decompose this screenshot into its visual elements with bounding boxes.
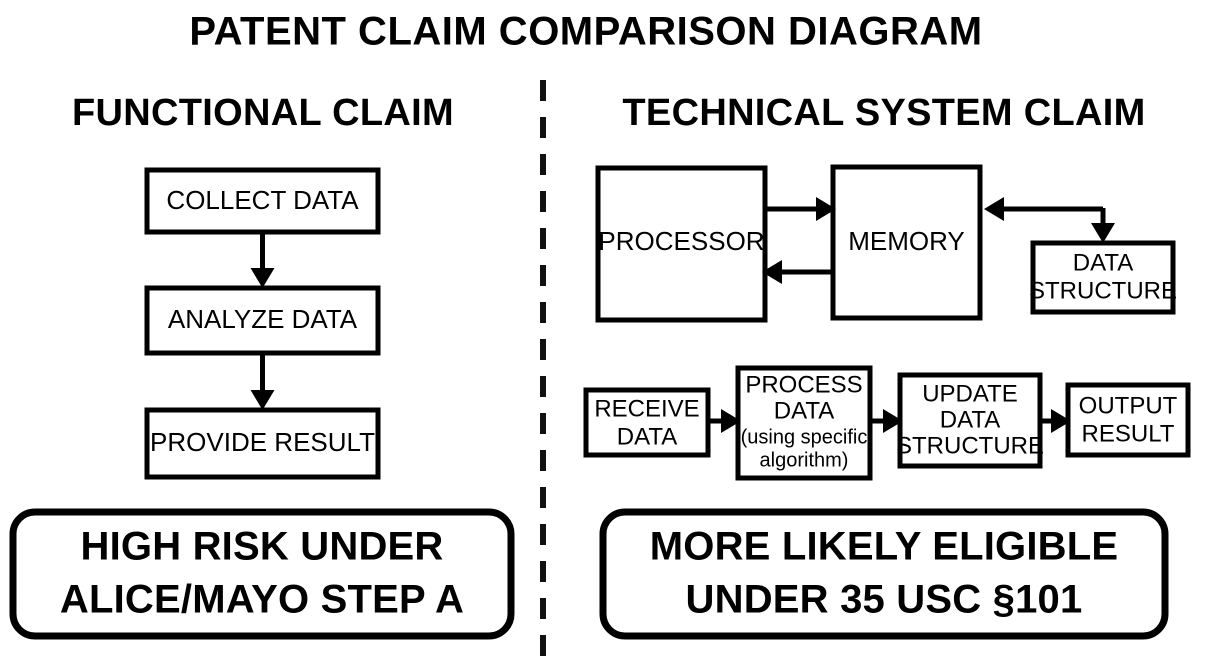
- arch-box-data-structure-line2: STRUCTURE: [1029, 277, 1177, 304]
- flow-box-process-data[interactable]: PROCESS DATA (using specific algorithm): [735, 365, 873, 481]
- flow-box-process-data-line2: DATA: [774, 397, 834, 424]
- arrow-processor-to-memory: [765, 197, 836, 221]
- flow-box-update-data-structure[interactable]: UPDATE DATA STRUCTURE: [896, 372, 1044, 469]
- flow-box-output-result-line2: RESULT: [1082, 420, 1175, 447]
- arrow-memory-to-processor: [762, 260, 833, 284]
- conclusion-right[interactable]: MORE LIKELY ELIGIBLE UNDER 35 USC §101: [599, 508, 1169, 640]
- conclusion-left[interactable]: HIGH RISK UNDER ALICE/MAYO STEP A: [9, 508, 515, 640]
- flow-box-process-data-sub2: algorithm): [760, 449, 849, 471]
- arch-box-processor-label: PROCESSOR: [598, 226, 764, 256]
- flow-box-process-data-line1: PROCESS: [745, 371, 862, 398]
- right-architecture-group: PROCESSOR MEMORY DATA: [595, 164, 1177, 323]
- right-flow-group: RECEIVE DATA PROCESS DATA (using specifi…: [583, 365, 1191, 481]
- flow-box-update-line1: UPDATE: [922, 380, 1018, 407]
- arch-box-memory-label: MEMORY: [848, 226, 965, 256]
- arrow-analyze-to-provide: [250, 353, 275, 410]
- flow-box-receive-data-line2: DATA: [617, 423, 677, 450]
- arch-box-processor[interactable]: PROCESSOR: [595, 165, 768, 323]
- flow-box-collect-data-label: COLLECT DATA: [166, 185, 359, 215]
- flow-box-analyze-data-label: ANALYZE DATA: [168, 304, 358, 334]
- column-heading-functional: FUNCTIONAL CLAIM: [72, 92, 454, 134]
- flow-box-output-result[interactable]: OUTPUT RESULT: [1065, 382, 1191, 458]
- flow-box-analyze-data[interactable]: ANALYZE DATA: [144, 285, 381, 356]
- flow-box-output-result-line1: OUTPUT: [1079, 392, 1178, 419]
- arrow-collect-to-analyze: [250, 232, 275, 288]
- flow-box-receive-data-line1: RECEIVE: [594, 395, 699, 422]
- flow-box-receive-data[interactable]: RECEIVE DATA: [583, 387, 711, 458]
- left-flow-group: COLLECT DATA ANALYZE DATA: [144, 167, 381, 480]
- arrow-update-to-output: [1040, 409, 1071, 433]
- conclusion-right-line2: UNDER 35 USC §101: [686, 578, 1083, 622]
- arch-box-data-structure[interactable]: DATA STRUCTURE: [1029, 240, 1177, 315]
- arch-box-memory[interactable]: MEMORY: [830, 164, 983, 321]
- flow-box-update-line3: STRUCTURE: [896, 432, 1044, 459]
- connector-memory-data-structure: [984, 197, 1115, 243]
- flow-box-update-line2: DATA: [940, 406, 1000, 433]
- page-title: PATENT CLAIM COMPARISON DIAGRAM: [189, 10, 982, 54]
- arrow-receive-to-process: [708, 409, 741, 433]
- column-heading-technical: TECHNICAL SYSTEM CLAIM: [622, 92, 1145, 134]
- conclusion-right-line1: MORE LIKELY ELIGIBLE: [650, 525, 1119, 569]
- flow-box-provide-result[interactable]: PROVIDE RESULT: [144, 407, 381, 480]
- conclusion-left-line2: ALICE/MAYO STEP A: [60, 578, 464, 622]
- arrow-process-to-update: [870, 409, 903, 433]
- flow-box-collect-data[interactable]: COLLECT DATA: [144, 167, 381, 235]
- flow-box-provide-result-label: PROVIDE RESULT: [150, 427, 375, 457]
- arch-box-data-structure-line1: DATA: [1073, 249, 1133, 276]
- flow-box-process-data-sub1: (using specific: [741, 426, 868, 448]
- conclusion-left-line1: HIGH RISK UNDER: [80, 525, 443, 569]
